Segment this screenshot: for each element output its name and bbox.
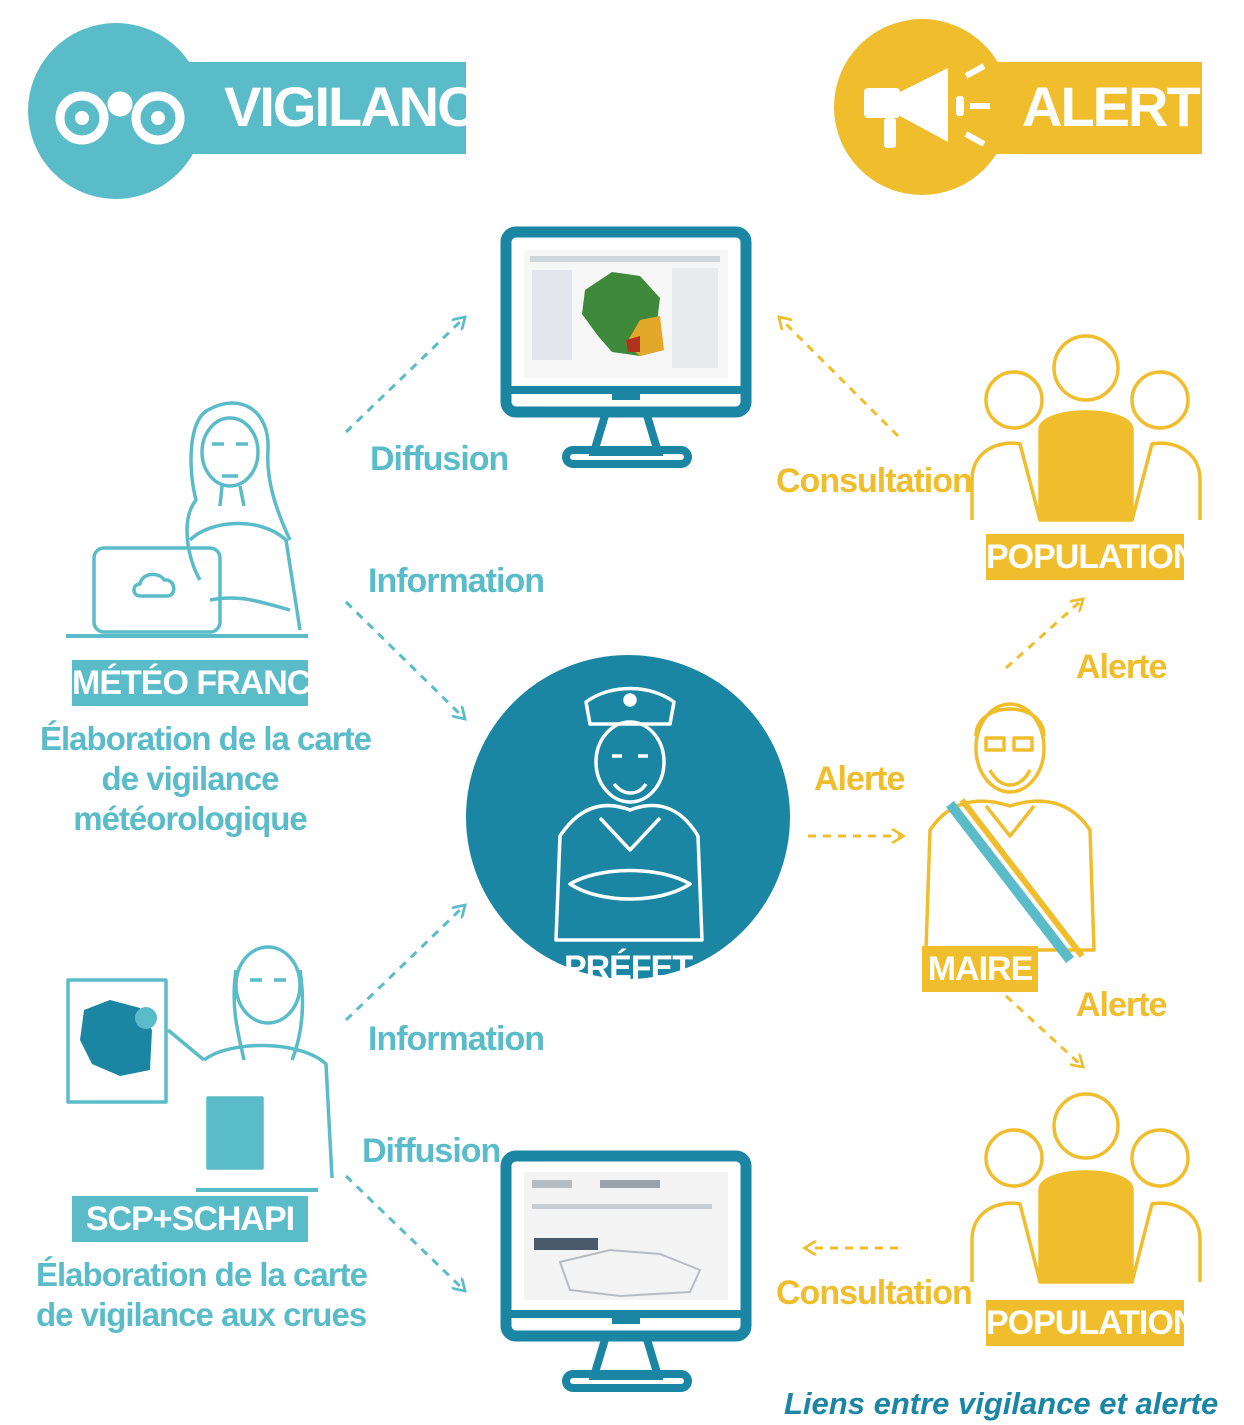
meteo-france-tag: MÉTÉO FRANCE	[72, 660, 333, 706]
label-alerte-prefet: Alerte	[814, 760, 905, 798]
label-information-bottom: Information	[368, 1020, 545, 1058]
meteo-desc-line-2: de vigilance	[101, 760, 280, 797]
label-consultation-top: Consultation	[776, 462, 973, 500]
arrows-yellow	[780, 318, 1082, 1248]
vigilance-title: VIGILANCE	[224, 75, 513, 138]
scp-desc-line-1: Élaboration de la carte	[36, 1256, 368, 1293]
prefet-icon	[466, 655, 790, 979]
population-tag-top: POPULATION	[986, 534, 1197, 580]
binoculars-icon	[55, 91, 185, 145]
arrow-information-top	[344, 600, 464, 718]
label-consultation-bottom: Consultation	[776, 1274, 973, 1312]
scp-schapi-tag: SCP+SCHAPI	[72, 1196, 308, 1242]
megaphone-icon	[864, 63, 990, 148]
arrow-diffusion-bottom	[344, 1174, 464, 1290]
population-icon-top	[970, 334, 1202, 522]
arrows-teal	[344, 318, 464, 1290]
woman-map-icon	[66, 945, 334, 1192]
label-diffusion-top: Diffusion	[370, 440, 509, 478]
alerte-title: ALERTE	[1022, 75, 1236, 138]
arrow-alerte-pop-bottom	[1004, 994, 1082, 1066]
meteo-desc-line-1: Élaboration de la carte	[40, 720, 372, 757]
label-diffusion-bottom: Diffusion	[362, 1132, 501, 1170]
arrow-alerte-pop-top	[1004, 600, 1082, 670]
arrow-consultation-top	[780, 318, 900, 438]
population-tag-bottom: POPULATION	[986, 1300, 1197, 1346]
monitor-icon-bottom	[500, 1150, 752, 1392]
maire-icon	[924, 702, 1096, 964]
caption: Liens entre vigilance et alerte	[784, 1386, 1219, 1421]
woman-laptop-icon	[66, 401, 308, 638]
arrow-information-bottom	[344, 906, 464, 1022]
label-alerte-pop-bottom: Alerte	[1076, 986, 1167, 1024]
label-information-top: Information	[368, 562, 545, 600]
meteo-desc-line-3: météorologique	[73, 800, 308, 837]
label-alerte-pop-top: Alerte	[1076, 648, 1167, 686]
arrow-diffusion-top	[344, 318, 464, 434]
prefet-tag: PRÉFET	[563, 949, 693, 987]
population-icon-bottom	[970, 1092, 1202, 1284]
scp-desc-line-2: de vigilance aux crues	[36, 1296, 367, 1333]
maire-tag: MAIRE	[922, 946, 1038, 992]
monitor-icon-top	[500, 226, 752, 468]
